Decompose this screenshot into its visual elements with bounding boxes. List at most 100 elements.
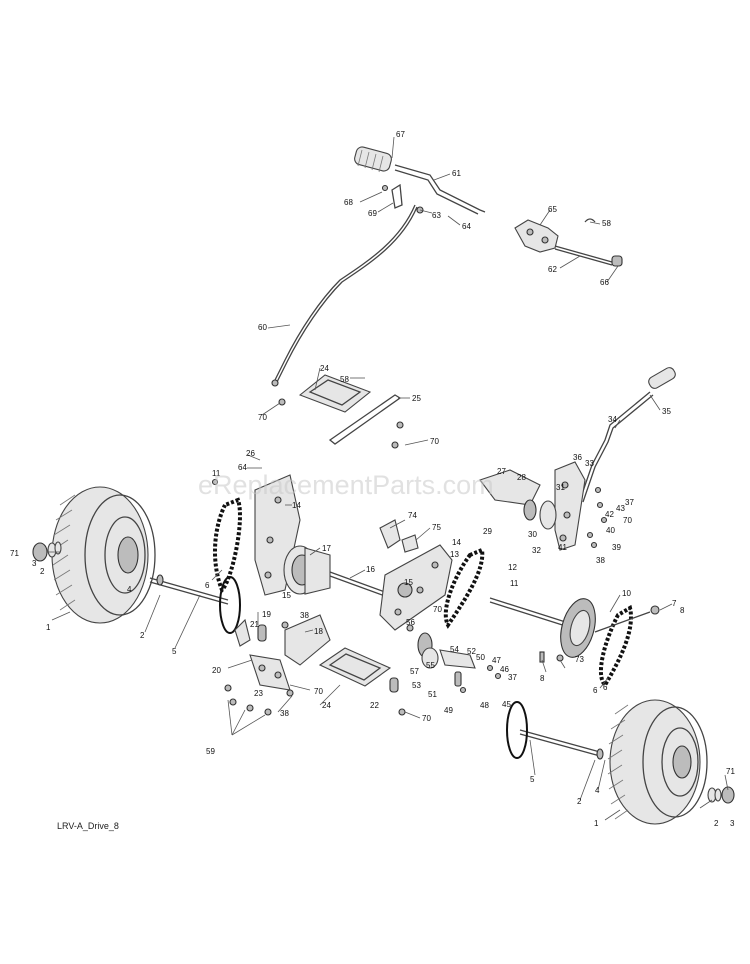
callout-label: 35 bbox=[662, 407, 671, 416]
callout-label: 38 bbox=[596, 556, 605, 565]
right-axle bbox=[489, 597, 660, 658]
center-frame-plate bbox=[379, 544, 453, 631]
leader-lines bbox=[48, 136, 729, 821]
callout-label: 39 bbox=[612, 543, 621, 552]
diagram-id-label: LRV-A_Drive_8 bbox=[57, 821, 119, 831]
callout-label: 1 bbox=[594, 819, 599, 828]
callout-label: 19 bbox=[262, 610, 271, 619]
lower-left-bracket bbox=[234, 614, 331, 691]
right-shift-lever bbox=[579, 367, 676, 503]
callout-label: 11 bbox=[212, 469, 221, 478]
callout-label: 5 bbox=[172, 647, 177, 656]
callout-label: 64 bbox=[238, 463, 247, 472]
callout-label: 46 bbox=[500, 665, 509, 674]
callout-label: 58 bbox=[602, 219, 611, 228]
callout-label: 2 bbox=[140, 631, 145, 640]
callout-label: 24 bbox=[322, 701, 331, 710]
callout-label: 49 bbox=[444, 706, 453, 715]
center-lower-components bbox=[406, 624, 564, 694]
callout-label: 68 bbox=[344, 198, 353, 207]
callout-label: 60 bbox=[258, 323, 267, 332]
left-axle bbox=[149, 574, 241, 634]
callout-label: 55 bbox=[426, 661, 435, 670]
callout-label: 24 bbox=[320, 364, 329, 373]
callout-label: 62 bbox=[548, 265, 557, 274]
callout-label: 63 bbox=[432, 211, 441, 220]
callout-label: 7 bbox=[672, 599, 677, 608]
callout-label: 43 bbox=[616, 504, 625, 513]
callout-label: 41 bbox=[558, 543, 567, 552]
callout-label: 73 bbox=[575, 655, 584, 664]
callout-label: 8 bbox=[540, 674, 545, 683]
callout-label: 47 bbox=[492, 656, 501, 665]
callout-label: 52 bbox=[467, 647, 476, 656]
callout-label: 38 bbox=[300, 611, 309, 620]
callout-label: 53 bbox=[412, 681, 421, 690]
callout-label: 28 bbox=[517, 473, 526, 482]
callout-label: 4 bbox=[127, 585, 132, 594]
callout-label: 4 bbox=[595, 786, 600, 795]
callout-label: 30 bbox=[528, 530, 537, 539]
watermark-text: eReplacementParts.com bbox=[198, 470, 494, 500]
callout-label: 51 bbox=[428, 690, 437, 699]
callout-label: 2 bbox=[40, 567, 45, 576]
callout-label: 48 bbox=[480, 701, 489, 710]
lower-plate bbox=[286, 647, 406, 716]
callout-label: 11 bbox=[510, 579, 519, 588]
callout-label: 74 bbox=[408, 511, 417, 520]
callout-label: 16 bbox=[366, 565, 375, 574]
callout-label: 50 bbox=[476, 653, 485, 662]
callout-label: 65 bbox=[548, 205, 557, 214]
callout-label: 8 bbox=[680, 606, 685, 615]
lower-fasteners bbox=[224, 684, 272, 716]
callout-label: 64 bbox=[462, 222, 471, 231]
callout-label: 33 bbox=[585, 459, 594, 468]
callout-label: 15 bbox=[404, 578, 413, 587]
callout-label: 6 bbox=[603, 683, 608, 692]
callout-label: 34 bbox=[608, 415, 617, 424]
callout-label: 14 bbox=[452, 538, 461, 547]
right-linkage-group bbox=[479, 461, 608, 551]
callout-label: 54 bbox=[450, 645, 459, 654]
callout-label: 56 bbox=[406, 618, 415, 627]
callout-label: 20 bbox=[212, 666, 221, 675]
bracket-assembly bbox=[514, 218, 623, 267]
callout-label: 5 bbox=[530, 775, 535, 784]
callout-label: 32 bbox=[532, 546, 541, 555]
callout-label: 70 bbox=[430, 437, 439, 446]
callout-label: 13 bbox=[450, 550, 459, 559]
callout-label: 27 bbox=[497, 467, 506, 476]
callout-label: 38 bbox=[280, 709, 289, 718]
upper-plate bbox=[278, 374, 404, 449]
callout-label: 70 bbox=[258, 413, 267, 422]
callout-label: 58 bbox=[340, 375, 349, 384]
callout-label: 17 bbox=[322, 544, 331, 553]
callout-label: 66 bbox=[600, 278, 609, 287]
callout-label: 57 bbox=[410, 667, 419, 676]
clip-parts bbox=[379, 519, 419, 553]
callout-label: 3 bbox=[730, 819, 735, 828]
callout-label: 45 bbox=[502, 700, 511, 709]
callout-label: 3 bbox=[32, 559, 37, 568]
callout-label: 6 bbox=[205, 581, 210, 590]
callout-label: 26 bbox=[246, 449, 255, 458]
callout-label: 70 bbox=[623, 516, 632, 525]
callout-label: 69 bbox=[368, 209, 377, 218]
callout-label: 36 bbox=[573, 453, 582, 462]
callout-label: 61 bbox=[452, 169, 461, 178]
callout-label: 70 bbox=[433, 605, 442, 614]
callout-label: 12 bbox=[508, 563, 517, 572]
callout-label: 6 bbox=[593, 686, 598, 695]
callout-label: 31 bbox=[556, 483, 565, 492]
callout-label: 71 bbox=[726, 767, 735, 776]
handle-lever-assembly bbox=[271, 146, 486, 387]
callout-label: 67 bbox=[396, 130, 405, 139]
right-lower-axle bbox=[506, 701, 604, 760]
left-wheel bbox=[32, 486, 156, 624]
callout-label: 70 bbox=[422, 714, 431, 723]
callout-label: 75 bbox=[432, 523, 441, 532]
transmission-drum bbox=[283, 545, 386, 597]
callout-label: 29 bbox=[483, 527, 492, 536]
